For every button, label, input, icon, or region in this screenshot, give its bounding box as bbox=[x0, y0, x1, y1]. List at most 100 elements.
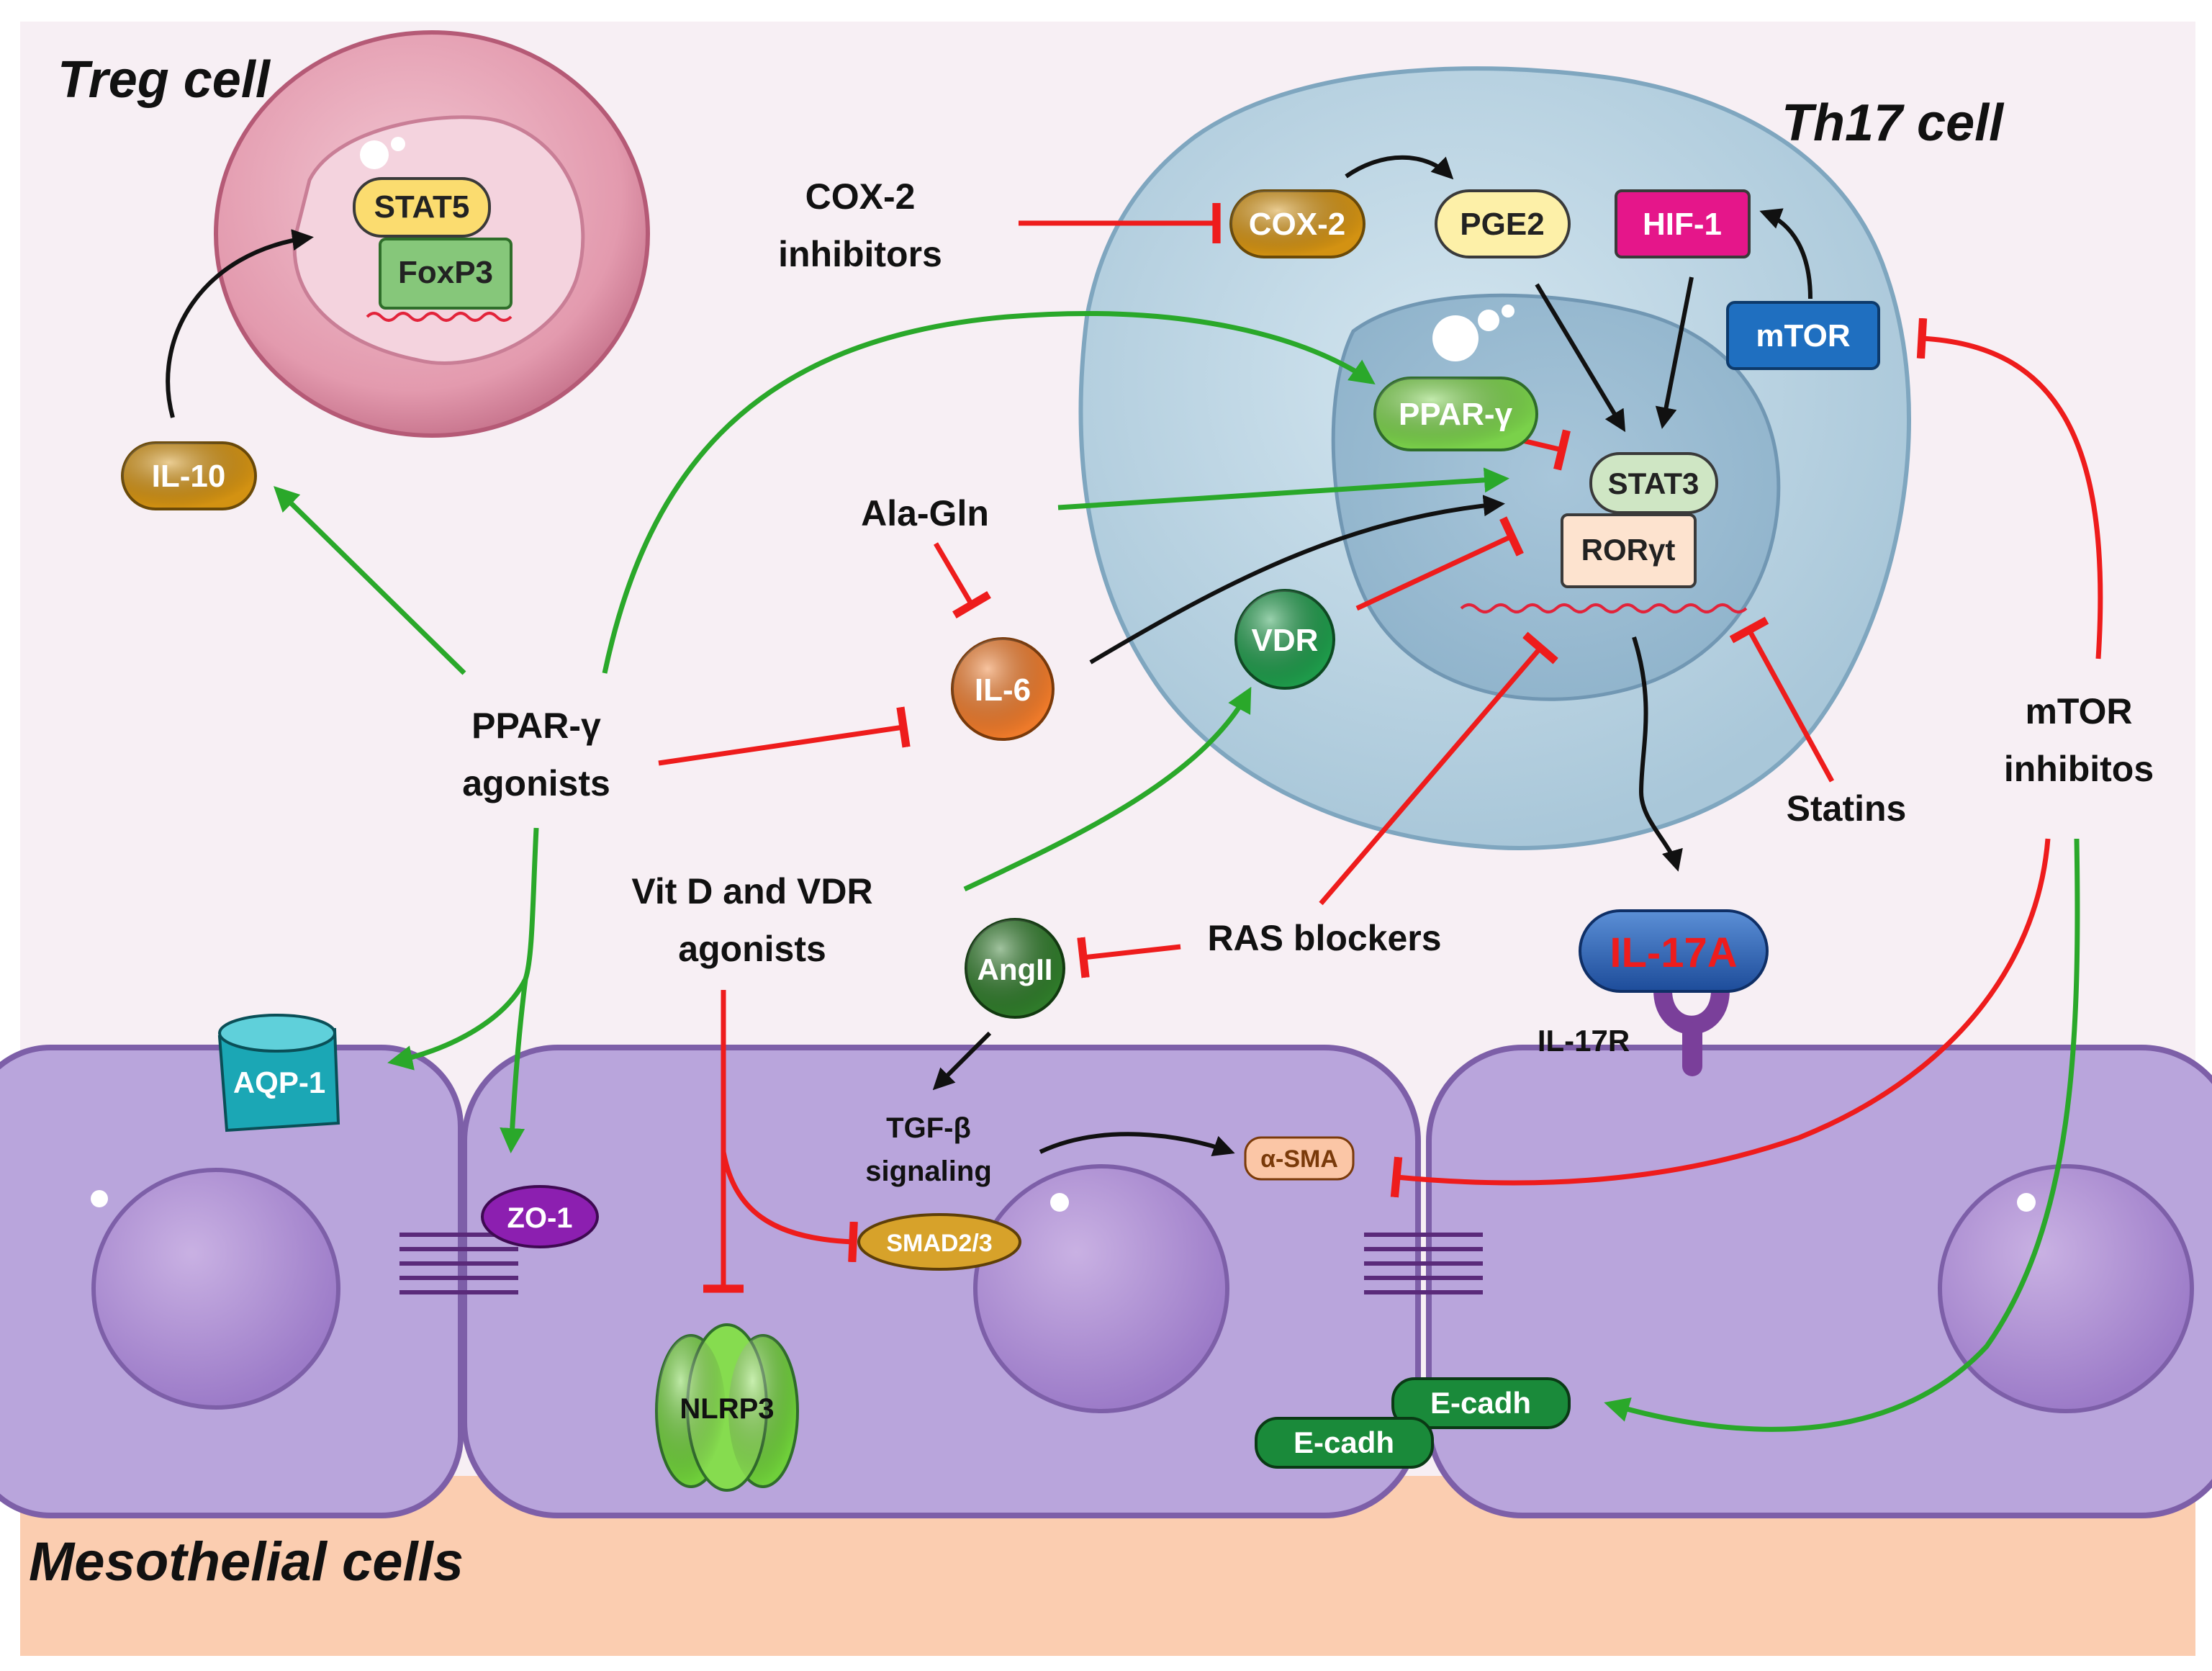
inhibit-ras-blockers-rorgt bbox=[1319, 631, 1558, 906]
arrow-vitd-to-vdr bbox=[963, 686, 1252, 892]
inhibit-ala-gln-il6 bbox=[933, 542, 991, 619]
inhibit-ras-blockers-angii bbox=[1077, 937, 1181, 978]
ppar-agonists-label-line2: agonists bbox=[462, 763, 610, 803]
il17r-label: IL-17R bbox=[1538, 1024, 1630, 1058]
statins-label: Statins bbox=[1787, 788, 1907, 829]
stat5-label: STAT5 bbox=[374, 189, 470, 225]
arrow-ppar-agonists-to-zo1 bbox=[500, 978, 528, 1153]
ecadh-label: E-cadh bbox=[1294, 1425, 1394, 1459]
il10-label: IL-10 bbox=[152, 459, 226, 494]
vitd-vdr-agonists-label-line2: agonists bbox=[678, 929, 826, 969]
arrow-ala-gln-to-stat3 bbox=[1057, 467, 1509, 510]
asma-label: α-SMA bbox=[1260, 1145, 1338, 1173]
ppar-gamma-node: PPAR-γ bbox=[1373, 377, 1538, 451]
inhibition-arrows bbox=[658, 203, 2103, 1293]
arrow-hif1-to-stat3 bbox=[1655, 276, 1694, 429]
pge2-node: PGE2 bbox=[1435, 189, 1571, 258]
mtor-inhibitors-label: mTOR bbox=[2025, 691, 2132, 731]
inhibit-statins-rorgt bbox=[1729, 616, 1835, 783]
tgfb-signaling-label: signaling bbox=[865, 1156, 992, 1187]
th17-cell-title: Th17 cell bbox=[1782, 94, 2005, 152]
arrow-cox2-to-pge2 bbox=[1345, 155, 1454, 180]
foxp3-label: FoxP3 bbox=[398, 255, 493, 290]
arrow-tgfb-to-asma bbox=[1039, 1132, 1235, 1157]
arrow-il6-to-stat3 bbox=[1089, 495, 1505, 665]
mesothelial-nucleus bbox=[1938, 1164, 2194, 1413]
nucleolus-highlight bbox=[1502, 305, 1514, 317]
inhibit-ppar-agonists-il6 bbox=[658, 706, 911, 766]
vdr-node: VDR bbox=[1234, 589, 1335, 690]
nucleolus-highlight bbox=[2017, 1193, 2036, 1212]
nucleolus-highlight bbox=[391, 137, 405, 151]
ecadh-label: E-cadh bbox=[1430, 1386, 1531, 1420]
arrow-ppar-agonists-to-ppar-gamma bbox=[602, 311, 1376, 674]
foxp3-node: FoxP3 bbox=[379, 238, 513, 310]
nlrp3-label: NLRP3 bbox=[680, 1393, 774, 1425]
il17a-node: IL-17A bbox=[1579, 909, 1769, 993]
smad23-label: SMAD2/3 bbox=[886, 1230, 992, 1257]
rorgt-node: RORγt bbox=[1561, 513, 1697, 588]
arrow-rorgt-to-il17a bbox=[1632, 636, 1683, 872]
mesothelial-nucleus bbox=[973, 1164, 1229, 1413]
smad23-node: SMAD2/3 bbox=[857, 1213, 1021, 1271]
mesothelial-nucleus bbox=[91, 1168, 340, 1410]
mtor-node: mTOR bbox=[1726, 301, 1880, 370]
ppar-agonists-label: PPAR-γ bbox=[471, 706, 601, 746]
zo1-node: ZO-1 bbox=[481, 1185, 599, 1248]
aqp1-node: AQP-1 bbox=[217, 1014, 340, 1132]
tight-junction bbox=[1364, 1233, 1483, 1294]
il6-node: IL-6 bbox=[951, 637, 1055, 741]
nucleolus-highlight bbox=[360, 140, 389, 169]
ppar-gamma-label: PPAR-γ bbox=[1399, 397, 1513, 432]
rorgt-label: RORγt bbox=[1581, 533, 1676, 567]
nucleolus-highlight bbox=[1050, 1193, 1069, 1212]
ecadh-node-upper: E-cadh bbox=[1391, 1377, 1571, 1429]
inhibit-mtor-inhibitors-mtor bbox=[1916, 317, 2103, 659]
nucleolus-highlight bbox=[1432, 315, 1479, 361]
inhibit-vitd-smad23 bbox=[721, 1151, 858, 1263]
dna-strand bbox=[366, 312, 513, 322]
dna-strand bbox=[1460, 603, 1748, 613]
mtor-label: mTOR bbox=[1756, 318, 1850, 353]
pathway-arrows bbox=[166, 155, 1813, 1157]
hif1-label: HIF-1 bbox=[1643, 207, 1722, 242]
il10-node: IL-10 bbox=[121, 441, 257, 510]
ras-blockers-label: RAS blockers bbox=[1207, 918, 1441, 958]
cox2-node: COX-2 bbox=[1229, 189, 1365, 258]
cox2-label: COX-2 bbox=[1249, 207, 1345, 242]
stat3-node: STAT3 bbox=[1589, 452, 1718, 514]
arrow-il10-to-stat5 bbox=[166, 229, 314, 418]
cox2-inhibitors-label: COX-2 bbox=[805, 176, 916, 217]
arrow-mtor-inhibitors-to-ecadh bbox=[1604, 838, 2080, 1432]
arrow-ppar-agonists-to-il10 bbox=[274, 486, 466, 675]
il6-label: IL-6 bbox=[975, 672, 1031, 708]
pge2-label: PGE2 bbox=[1460, 207, 1544, 242]
arrow-angii-to-tgfb bbox=[932, 1031, 992, 1091]
il17r-receptor bbox=[1653, 981, 1730, 1076]
treg-cell-title: Treg cell bbox=[58, 51, 271, 109]
asma-node: α-SMA bbox=[1244, 1136, 1355, 1181]
nucleolus-highlight bbox=[1478, 310, 1499, 331]
cox2-inhibitors-label-line2: inhibitors bbox=[778, 234, 942, 274]
hif1-node: HIF-1 bbox=[1615, 189, 1751, 258]
vitd-vdr-agonists-label: Vit D and VDR bbox=[631, 871, 872, 911]
inhibit-vdr-rorgt bbox=[1355, 516, 1524, 611]
tgfb-label: TGF-β bbox=[886, 1112, 971, 1144]
ecadh-node-lower: E-cadh bbox=[1255, 1417, 1434, 1469]
ala-gln-label: Ala-Gln bbox=[861, 493, 989, 533]
arrow-mtor-to-hif1 bbox=[1759, 208, 1813, 299]
mesothelial-cells-title: Mesothelial cells bbox=[29, 1531, 464, 1593]
aqp1-label: AQP-1 bbox=[233, 1066, 325, 1099]
il17a-label: IL-17A bbox=[1610, 929, 1737, 976]
mtor-inhibitors-label-line2: inhibitos bbox=[2004, 749, 2154, 789]
angii-node: AngII bbox=[965, 918, 1065, 1019]
nucleolus-highlight bbox=[91, 1190, 108, 1207]
angii-label: AngII bbox=[978, 952, 1053, 986]
arrow-pge2-to-stat3 bbox=[1535, 283, 1626, 433]
drug-labels: COX-2 inhibitors Ala-Gln PPAR-γ agonists… bbox=[462, 176, 2154, 969]
stat3-label: STAT3 bbox=[1608, 467, 1699, 500]
stat5-node: STAT5 bbox=[353, 177, 491, 238]
nlrp3-node: NLRP3 bbox=[655, 1323, 799, 1492]
